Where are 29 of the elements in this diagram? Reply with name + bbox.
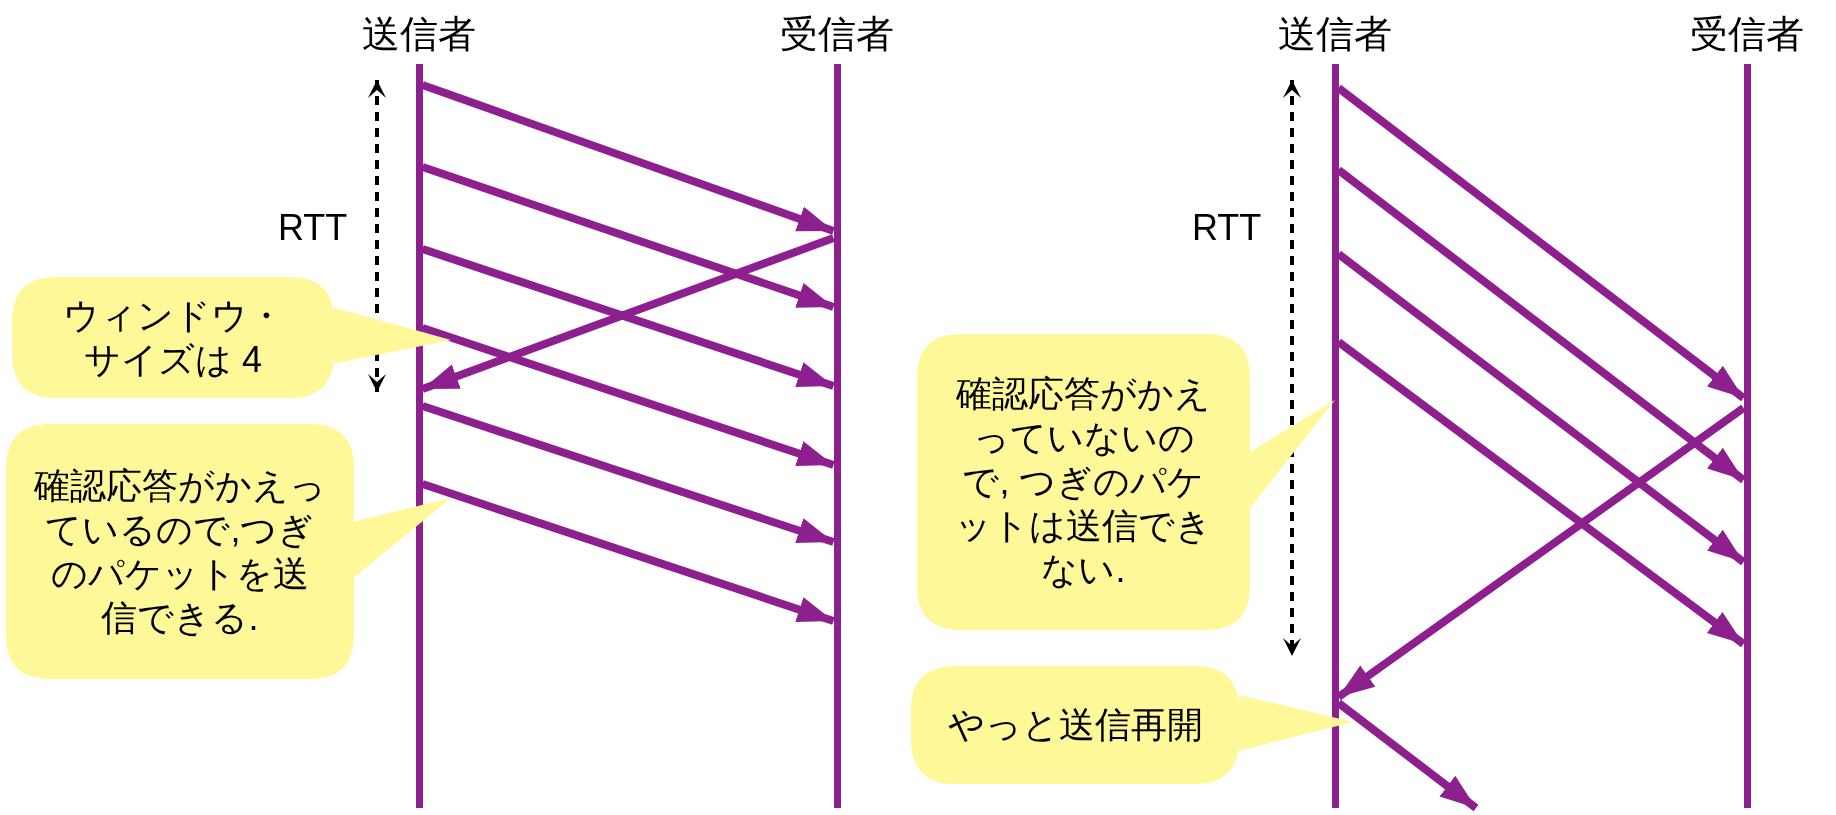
callout-text: ウィンドウ・サイズは 4	[61, 293, 285, 382]
lifeline	[1331, 64, 1339, 808]
rtt-label: RTT	[278, 208, 348, 248]
callout-text: 確認応答がかえっているので,つぎのパケットを送信できる.	[34, 463, 326, 640]
speech-bubble	[917, 334, 1335, 630]
arrow	[421, 163, 835, 311]
lifeline-label: 送信者	[362, 12, 476, 56]
callout-text: 確認応答がかえっていないので, つぎのパケットは送信できない.	[954, 372, 1213, 592]
arrow	[421, 324, 835, 469]
speech-bubble	[911, 666, 1353, 784]
lifeline-label: 受信者	[1690, 12, 1804, 56]
arrow	[1336, 250, 1746, 566]
lifeline-label: 受信者	[780, 12, 894, 56]
arrow	[421, 480, 835, 625]
arrow	[1336, 166, 1746, 484]
arrow	[1336, 338, 1746, 648]
callout-text: やっと送信再開	[946, 703, 1204, 747]
lifeline	[415, 64, 423, 808]
lifeline	[1743, 64, 1751, 808]
arrow	[421, 402, 835, 546]
arrow	[1336, 84, 1746, 402]
lifeline-label: 送信者	[1278, 12, 1392, 56]
rtt-label: RTT	[1192, 208, 1262, 248]
lifeline	[833, 64, 841, 808]
arrow	[421, 81, 835, 235]
arrow	[1336, 699, 1479, 812]
speech-bubble	[12, 277, 451, 398]
arrow	[1336, 404, 1746, 701]
speech-bubble	[6, 424, 451, 679]
